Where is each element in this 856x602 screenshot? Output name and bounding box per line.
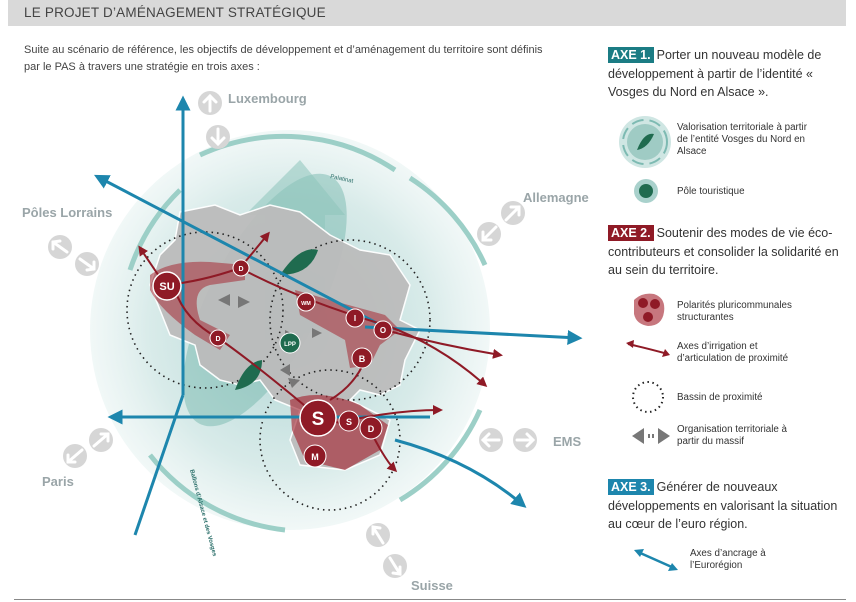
svg-text:WM: WM — [301, 301, 311, 307]
svg-text:B: B — [359, 354, 366, 364]
valorisation-icon — [619, 116, 671, 168]
axe-1-text: Porter un nouveau modèle de développemen… — [608, 48, 822, 99]
pole-s-main: S — [299, 399, 337, 437]
axes-ancrage-icon — [634, 549, 678, 571]
axe-2-text: Soutenir des modes de vie éco-contribute… — [608, 226, 839, 277]
ancrage-arrow — [94, 174, 391, 332]
page-title: LE PROJET D’AMÉNAGEMENT STRATÉGIQUE — [24, 5, 326, 20]
svg-text:D: D — [238, 266, 243, 273]
label-poles-lorrains: Pôles Lorrains — [22, 205, 113, 220]
bottom-divider — [14, 599, 846, 600]
svg-text:D: D — [368, 424, 375, 434]
outer-ring-arc — [398, 408, 483, 503]
header-bar: LE PROJET D’AMÉNAGEMENT STRATÉGIQUE — [8, 0, 846, 26]
pole-touristique-leaf — [280, 249, 318, 275]
pole-wm: WM — [296, 292, 316, 312]
axe-1-tag: AXE 1. — [608, 47, 654, 63]
ancrage-arrow — [364, 325, 583, 345]
svg-text:M: M — [311, 452, 319, 462]
legend-valorisation: Valorisation territoriale à partir de l’… — [677, 122, 807, 157]
intro-text: Suite au scénario de référence, les obje… — [24, 44, 543, 73]
organisation-icon — [632, 428, 670, 444]
outer-ring-arc — [127, 188, 182, 271]
irrigation-arrow — [384, 329, 503, 359]
svg-text:O: O — [380, 326, 386, 335]
pole-touristique-icon — [634, 179, 658, 203]
legend-axes-ancrage: Axes d’ancrage à l’Eurorégion — [690, 548, 766, 571]
pole-i: I — [345, 308, 365, 328]
label-ems: EMS — [553, 434, 582, 449]
axe-3-text: Générer de nouveaux développements en va… — [608, 480, 838, 531]
axe-2-tag: AXE 2. — [608, 225, 654, 241]
axe-2: AXE 2.Soutenir des modes de vie éco-cont… — [608, 224, 846, 280]
axe-1: AXE 1.Porter un nouveau modèle de dévelo… — [608, 46, 846, 102]
palatinat-label: Palatinat — [330, 174, 354, 185]
legend-pole-touristique: Pôle touristique — [677, 186, 745, 197]
axes-irrigation-icon — [626, 340, 670, 357]
bassin-circle — [126, 231, 284, 389]
axe-3-tag: AXE 3. — [608, 479, 654, 495]
pole-touristique-leaf — [235, 360, 262, 390]
label-allemagne: Allemagne — [523, 190, 589, 205]
bassin-icon — [632, 381, 664, 413]
irrigation-arrow — [164, 266, 488, 387]
pole-o: O — [373, 320, 393, 340]
irrigation-arrow — [349, 405, 443, 421]
svg-text:I: I — [354, 314, 356, 323]
legend-organisation: Organisation territoriale à partir du ma… — [677, 424, 787, 447]
svg-text:SU: SU — [159, 281, 174, 293]
outer-ring-arc — [148, 453, 286, 533]
pole-b: B — [351, 347, 373, 369]
pole-s: S — [338, 410, 360, 432]
pole-lpp: LPP — [279, 332, 301, 354]
polarity-blob — [295, 290, 400, 368]
svg-text:LPP: LPP — [284, 342, 296, 348]
polarites-icon — [634, 293, 665, 326]
pole-su: SU — [152, 271, 182, 301]
svg-text:S: S — [312, 409, 325, 430]
bassin-circle — [269, 239, 431, 401]
outer-ring-arc — [408, 175, 488, 267]
svg-text:D: D — [215, 336, 220, 343]
pole-m: M — [303, 444, 327, 468]
label-suisse: Suisse — [411, 578, 453, 593]
legend-bassin: Bassin de proximité — [677, 392, 763, 403]
legend-axes-irrigation: Axes d’irrigation et d’articulation de p… — [677, 341, 789, 364]
pole-d: D — [359, 416, 383, 440]
pole-d: D — [232, 259, 250, 277]
ancrage-arrow — [394, 438, 527, 508]
label-luxembourg: Luxembourg — [228, 91, 307, 106]
svg-text:S: S — [346, 417, 352, 427]
pole-d: D — [209, 329, 227, 347]
axe-3: AXE 3.Générer de nouveaux développements… — [608, 478, 846, 534]
strategy-map: SU D D WM LPP I O B S S D M Palatinat Ba… — [48, 91, 583, 578]
legend-polarites: Polarités pluricommunales structurantes — [677, 300, 792, 323]
label-paris: Paris — [42, 474, 74, 489]
direction-arrow-glyphs — [51, 93, 536, 576]
